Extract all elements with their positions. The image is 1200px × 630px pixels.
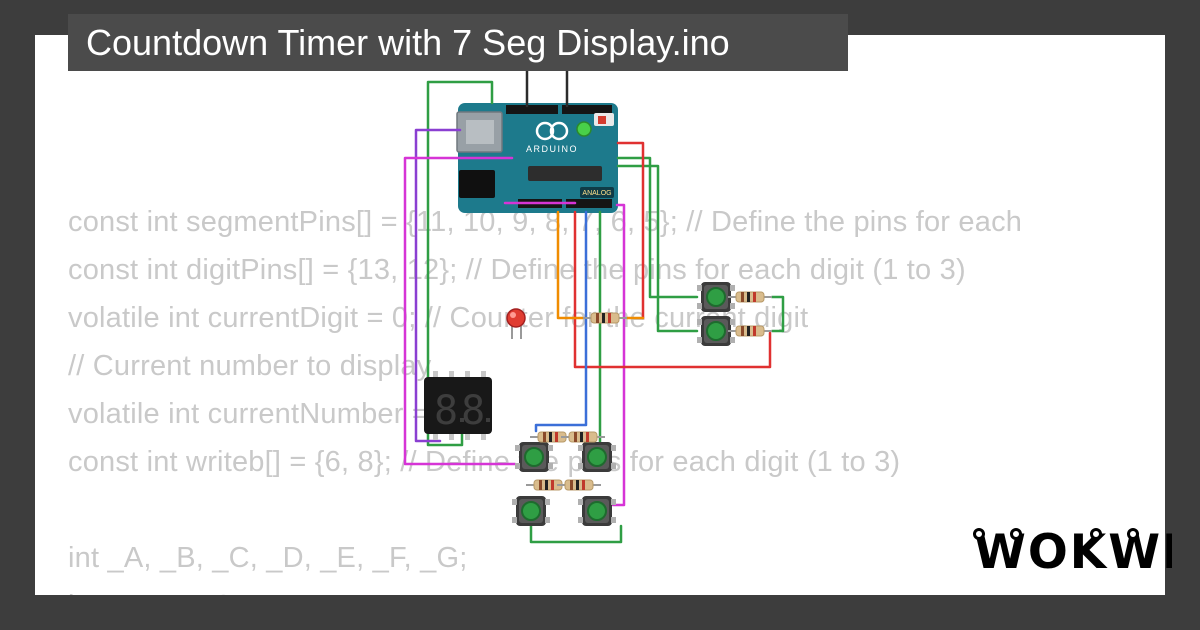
- wire-magenta-2: [611, 203, 626, 507]
- digital-header-left: [506, 105, 558, 114]
- display-dp: [460, 418, 464, 422]
- display-pin: [449, 433, 454, 440]
- wire-green-2: [616, 156, 699, 299]
- display-pin: [433, 433, 438, 440]
- analog-label-strip: [580, 187, 614, 198]
- seven-segment-display: 88: [424, 371, 492, 440]
- display-pin: [433, 371, 438, 378]
- board-badge-dot-icon: [598, 116, 606, 124]
- arduino-brand-label: ARDUINO: [526, 144, 578, 154]
- wire-orange-1: [556, 210, 585, 320]
- title-bar: Countdown Timer with 7 Seg Display.ino: [68, 14, 848, 71]
- wire-blue-1: [534, 210, 588, 433]
- resistor-3: [582, 312, 628, 324]
- wokwi-logo-text: WOKWI: [974, 525, 1172, 580]
- wire-green-3: [616, 164, 699, 333]
- wire-green-6: [529, 524, 623, 544]
- pushbutton-4: [577, 441, 617, 473]
- pushbutton-6: [577, 495, 617, 527]
- display-pin: [465, 433, 470, 440]
- resistor-7: [556, 479, 602, 491]
- code-line: volatile int currentNumber = 0;: [68, 398, 462, 430]
- usb-connector-top: [466, 120, 494, 144]
- display-pin: [481, 371, 486, 378]
- logo-curl-icon: [973, 528, 985, 540]
- led-highlight: [510, 312, 516, 318]
- code-line: int _A, _B, _C, _D, _E, _F, _G;: [68, 542, 468, 574]
- pushbutton-3: [514, 441, 554, 473]
- wires: [403, 38, 785, 544]
- display-digits: 88: [434, 388, 488, 434]
- logo-curl-icon: [1010, 528, 1022, 540]
- digital-header-right: [562, 105, 612, 114]
- resistor-2: [727, 325, 773, 337]
- analog-header: [566, 199, 612, 208]
- wire-red-2: [573, 210, 772, 369]
- resistor-1: [727, 291, 773, 303]
- wokwi-board-logo-icon: [549, 121, 569, 141]
- sketch-filename: Countdown Timer with 7 Seg Display.ino: [86, 21, 730, 63]
- code-line: int _D1, _D2;: [68, 582, 1165, 595]
- wokwi-board-logo-icon: [535, 121, 555, 141]
- power-led-icon: [576, 121, 592, 137]
- display-body: [424, 377, 492, 434]
- wire-green-4: [770, 295, 785, 333]
- resistor-5: [560, 431, 606, 443]
- wire-red-1: [616, 141, 645, 320]
- code-line: const int writeb[] = {6, 8}; // Define t…: [68, 446, 901, 478]
- wire-purple-1: [414, 128, 462, 443]
- wire-green-1: [426, 80, 494, 447]
- logo-curl-icon: [1127, 528, 1139, 540]
- wokwi-logo: WOKWI: [973, 525, 1172, 580]
- code-line: const int digitPins[] = {13, 12}; // Def…: [68, 254, 966, 286]
- wire-magenta-1: [403, 156, 517, 466]
- display-pin: [465, 371, 470, 378]
- power-jack: [459, 170, 495, 198]
- display-dp: [486, 418, 490, 422]
- logo-curl-icon: [1090, 528, 1102, 540]
- led-red: [506, 308, 526, 339]
- mcu-chip: [528, 166, 602, 181]
- pushbutton-5: [511, 495, 551, 527]
- display-pin: [481, 433, 486, 440]
- analog-label: ANALOG: [582, 190, 611, 197]
- display-pin: [449, 371, 454, 378]
